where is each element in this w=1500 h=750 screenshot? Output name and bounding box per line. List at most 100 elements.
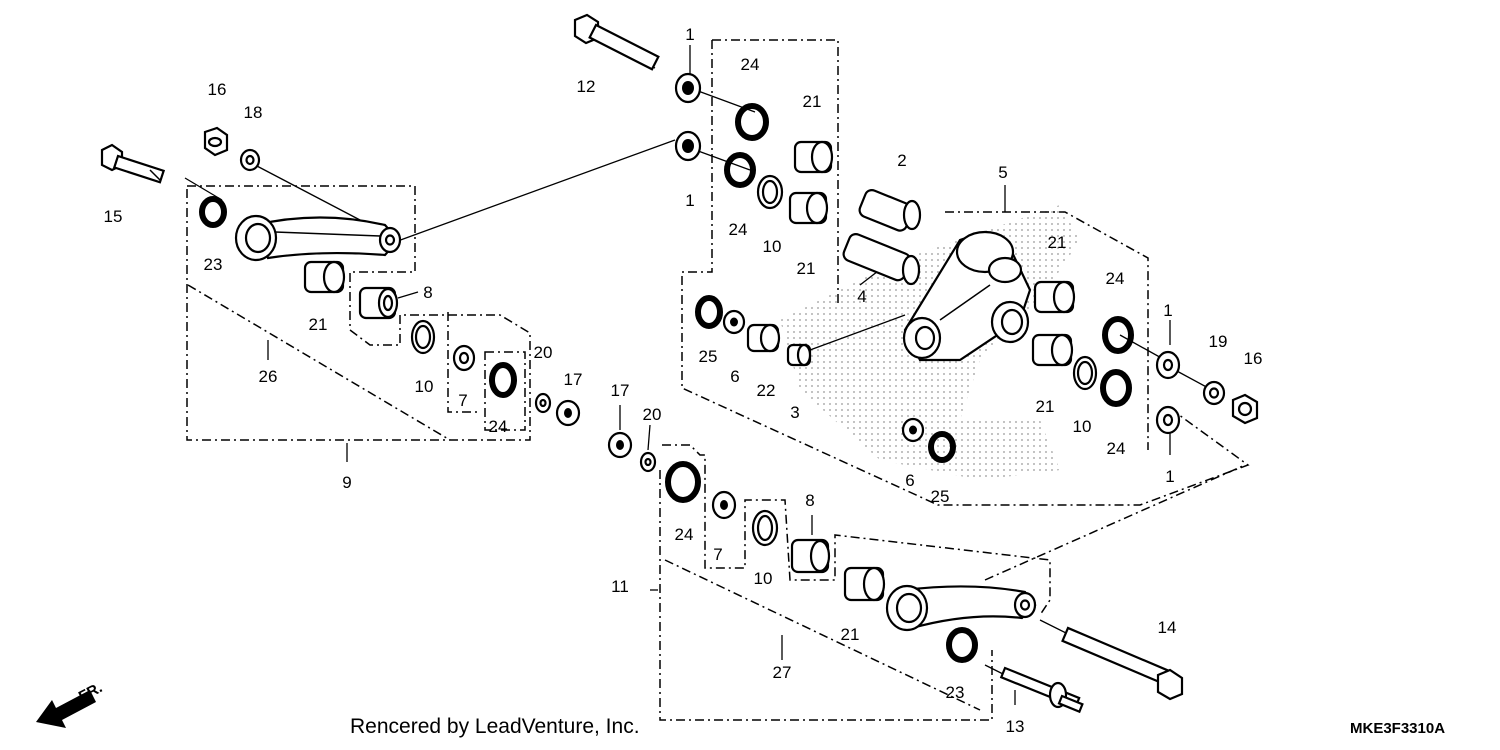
bolt-13[interactable]: [999, 666, 1084, 714]
callout-27: 27: [773, 663, 792, 682]
callout-1-right-top: 1: [1163, 301, 1172, 320]
collar-8-left[interactable]: [358, 286, 399, 320]
washer-10-top[interactable]: [756, 174, 784, 210]
callout-24-right-top: 24: [1106, 269, 1125, 288]
seal-24-lower[interactable]: [665, 461, 701, 503]
seal-24-top[interactable]: [735, 103, 769, 141]
callout-23: 23: [204, 255, 223, 274]
callout-26: 26: [259, 367, 278, 386]
callout-25-right: 25: [931, 487, 950, 506]
needle-bearing-21-right-top[interactable]: [1033, 280, 1076, 314]
link-arm-left[interactable]: [234, 214, 402, 262]
callout-9: 9: [342, 473, 351, 492]
callout-14: 14: [1158, 618, 1177, 637]
callout-16-right: 16: [1244, 349, 1263, 368]
seal-23-lower[interactable]: [946, 627, 978, 663]
callout-21-right-top: 21: [1048, 233, 1067, 252]
callout-22: 22: [757, 381, 776, 400]
seal-24-right-bottom[interactable]: [1100, 369, 1132, 407]
callout-19: 19: [1209, 332, 1228, 351]
seal-24-left[interactable]: [489, 362, 517, 398]
washer-20-left[interactable]: [534, 392, 552, 414]
washer-6-left[interactable]: [722, 309, 746, 335]
washer-1-second[interactable]: [674, 130, 702, 162]
callout-7-lower: 7: [713, 545, 722, 564]
callout-13: 13: [1006, 717, 1025, 736]
needle-bearing-21-right-bottom[interactable]: [1031, 333, 1074, 367]
arrow-down-left-icon: FR.: [36, 679, 105, 728]
seal-24-right-top[interactable]: [1102, 316, 1134, 354]
callout-10-right: 10: [1073, 417, 1092, 436]
washer-20-lower[interactable]: [639, 451, 657, 473]
washer-10-lower[interactable]: [751, 509, 779, 547]
callout-21-second: 21: [797, 259, 816, 278]
callout-20: 20: [534, 343, 553, 362]
needle-bearing-21-left[interactable]: [303, 260, 346, 294]
nut-16-right[interactable]: [1231, 393, 1259, 425]
nut-17-left[interactable]: [555, 399, 581, 427]
center-mid-parts: [695, 295, 812, 367]
callout-11: 11: [611, 577, 629, 596]
callout-1-top: 1: [685, 25, 694, 44]
callout-17: 17: [564, 370, 583, 389]
callout-16: 16: [208, 80, 227, 99]
center-top-parts: [573, 13, 922, 286]
nut-17-lower[interactable]: [607, 431, 633, 459]
callout-10: 10: [415, 377, 434, 396]
lower-link-assembly: [607, 431, 1184, 714]
bolt-14[interactable]: [1061, 626, 1184, 701]
credit-text: Rencered by LeadVenture, Inc.: [350, 715, 640, 738]
collar-3[interactable]: [786, 343, 812, 367]
callout-3: 3: [790, 403, 799, 422]
collar-4[interactable]: [842, 232, 921, 286]
washer-7-lower[interactable]: [711, 490, 737, 520]
callout-21-lower: 21: [841, 625, 860, 644]
collar-8-lower[interactable]: [790, 538, 831, 574]
washer-6-right[interactable]: [901, 417, 925, 443]
callout-5: 5: [998, 163, 1007, 182]
washer-19[interactable]: [1202, 380, 1226, 406]
callout-1-second: 1: [685, 191, 694, 210]
callout-21: 21: [309, 315, 328, 334]
callout-4: 4: [857, 287, 866, 306]
seal-24-mid[interactable]: [724, 152, 756, 188]
callout-17-lower: 17: [611, 381, 630, 400]
link-arm-lower[interactable]: [885, 584, 1037, 632]
callout-6-left: 6: [730, 367, 739, 386]
callout-7: 7: [458, 391, 467, 410]
callout-18: 18: [244, 103, 263, 122]
callout-10-top: 10: [763, 237, 782, 256]
callout-2: 2: [897, 151, 906, 170]
washer-7-left[interactable]: [452, 344, 476, 372]
needle-bearing-22[interactable]: [746, 323, 781, 353]
seal-25-left[interactable]: [695, 295, 723, 329]
bolt-12[interactable]: [573, 13, 660, 71]
needle-bearing-21-lower[interactable]: [843, 566, 886, 602]
callout-8: 8: [423, 283, 432, 302]
washer-1-right-bottom[interactable]: [1155, 405, 1181, 435]
diagram-code: MKE3F3310A: [1350, 720, 1445, 737]
needle-bearing-21-top[interactable]: [793, 140, 834, 174]
nut-16[interactable]: [203, 126, 229, 157]
collar-2[interactable]: [858, 188, 922, 233]
right-parts: [901, 280, 1259, 463]
callout-labels: 16 18 15 23 21 8 26 10 7 24 20 17 9 12 1…: [104, 25, 1263, 736]
bolt-15[interactable]: [100, 143, 166, 184]
callout-24-right-bottom: 24: [1107, 439, 1126, 458]
leader-lines: [184, 35, 1213, 705]
center-link-5[interactable]: [902, 230, 1032, 362]
callout-20-lower: 20: [643, 405, 662, 424]
washer-10-right[interactable]: [1072, 355, 1098, 391]
callout-24: 24: [489, 417, 508, 436]
washer-10-left[interactable]: [410, 319, 436, 355]
needle-bearing-21-second[interactable]: [788, 191, 829, 225]
callout-24-mid: 24: [729, 220, 748, 239]
washer-1-top[interactable]: [674, 72, 702, 104]
washer-1-right-top[interactable]: [1155, 350, 1181, 380]
seal-25-right[interactable]: [928, 431, 956, 463]
washer-18[interactable]: [239, 148, 261, 172]
seal-23[interactable]: [199, 196, 227, 228]
callout-12: 12: [577, 77, 596, 96]
callout-21-right-bottom: 21: [1036, 397, 1055, 416]
